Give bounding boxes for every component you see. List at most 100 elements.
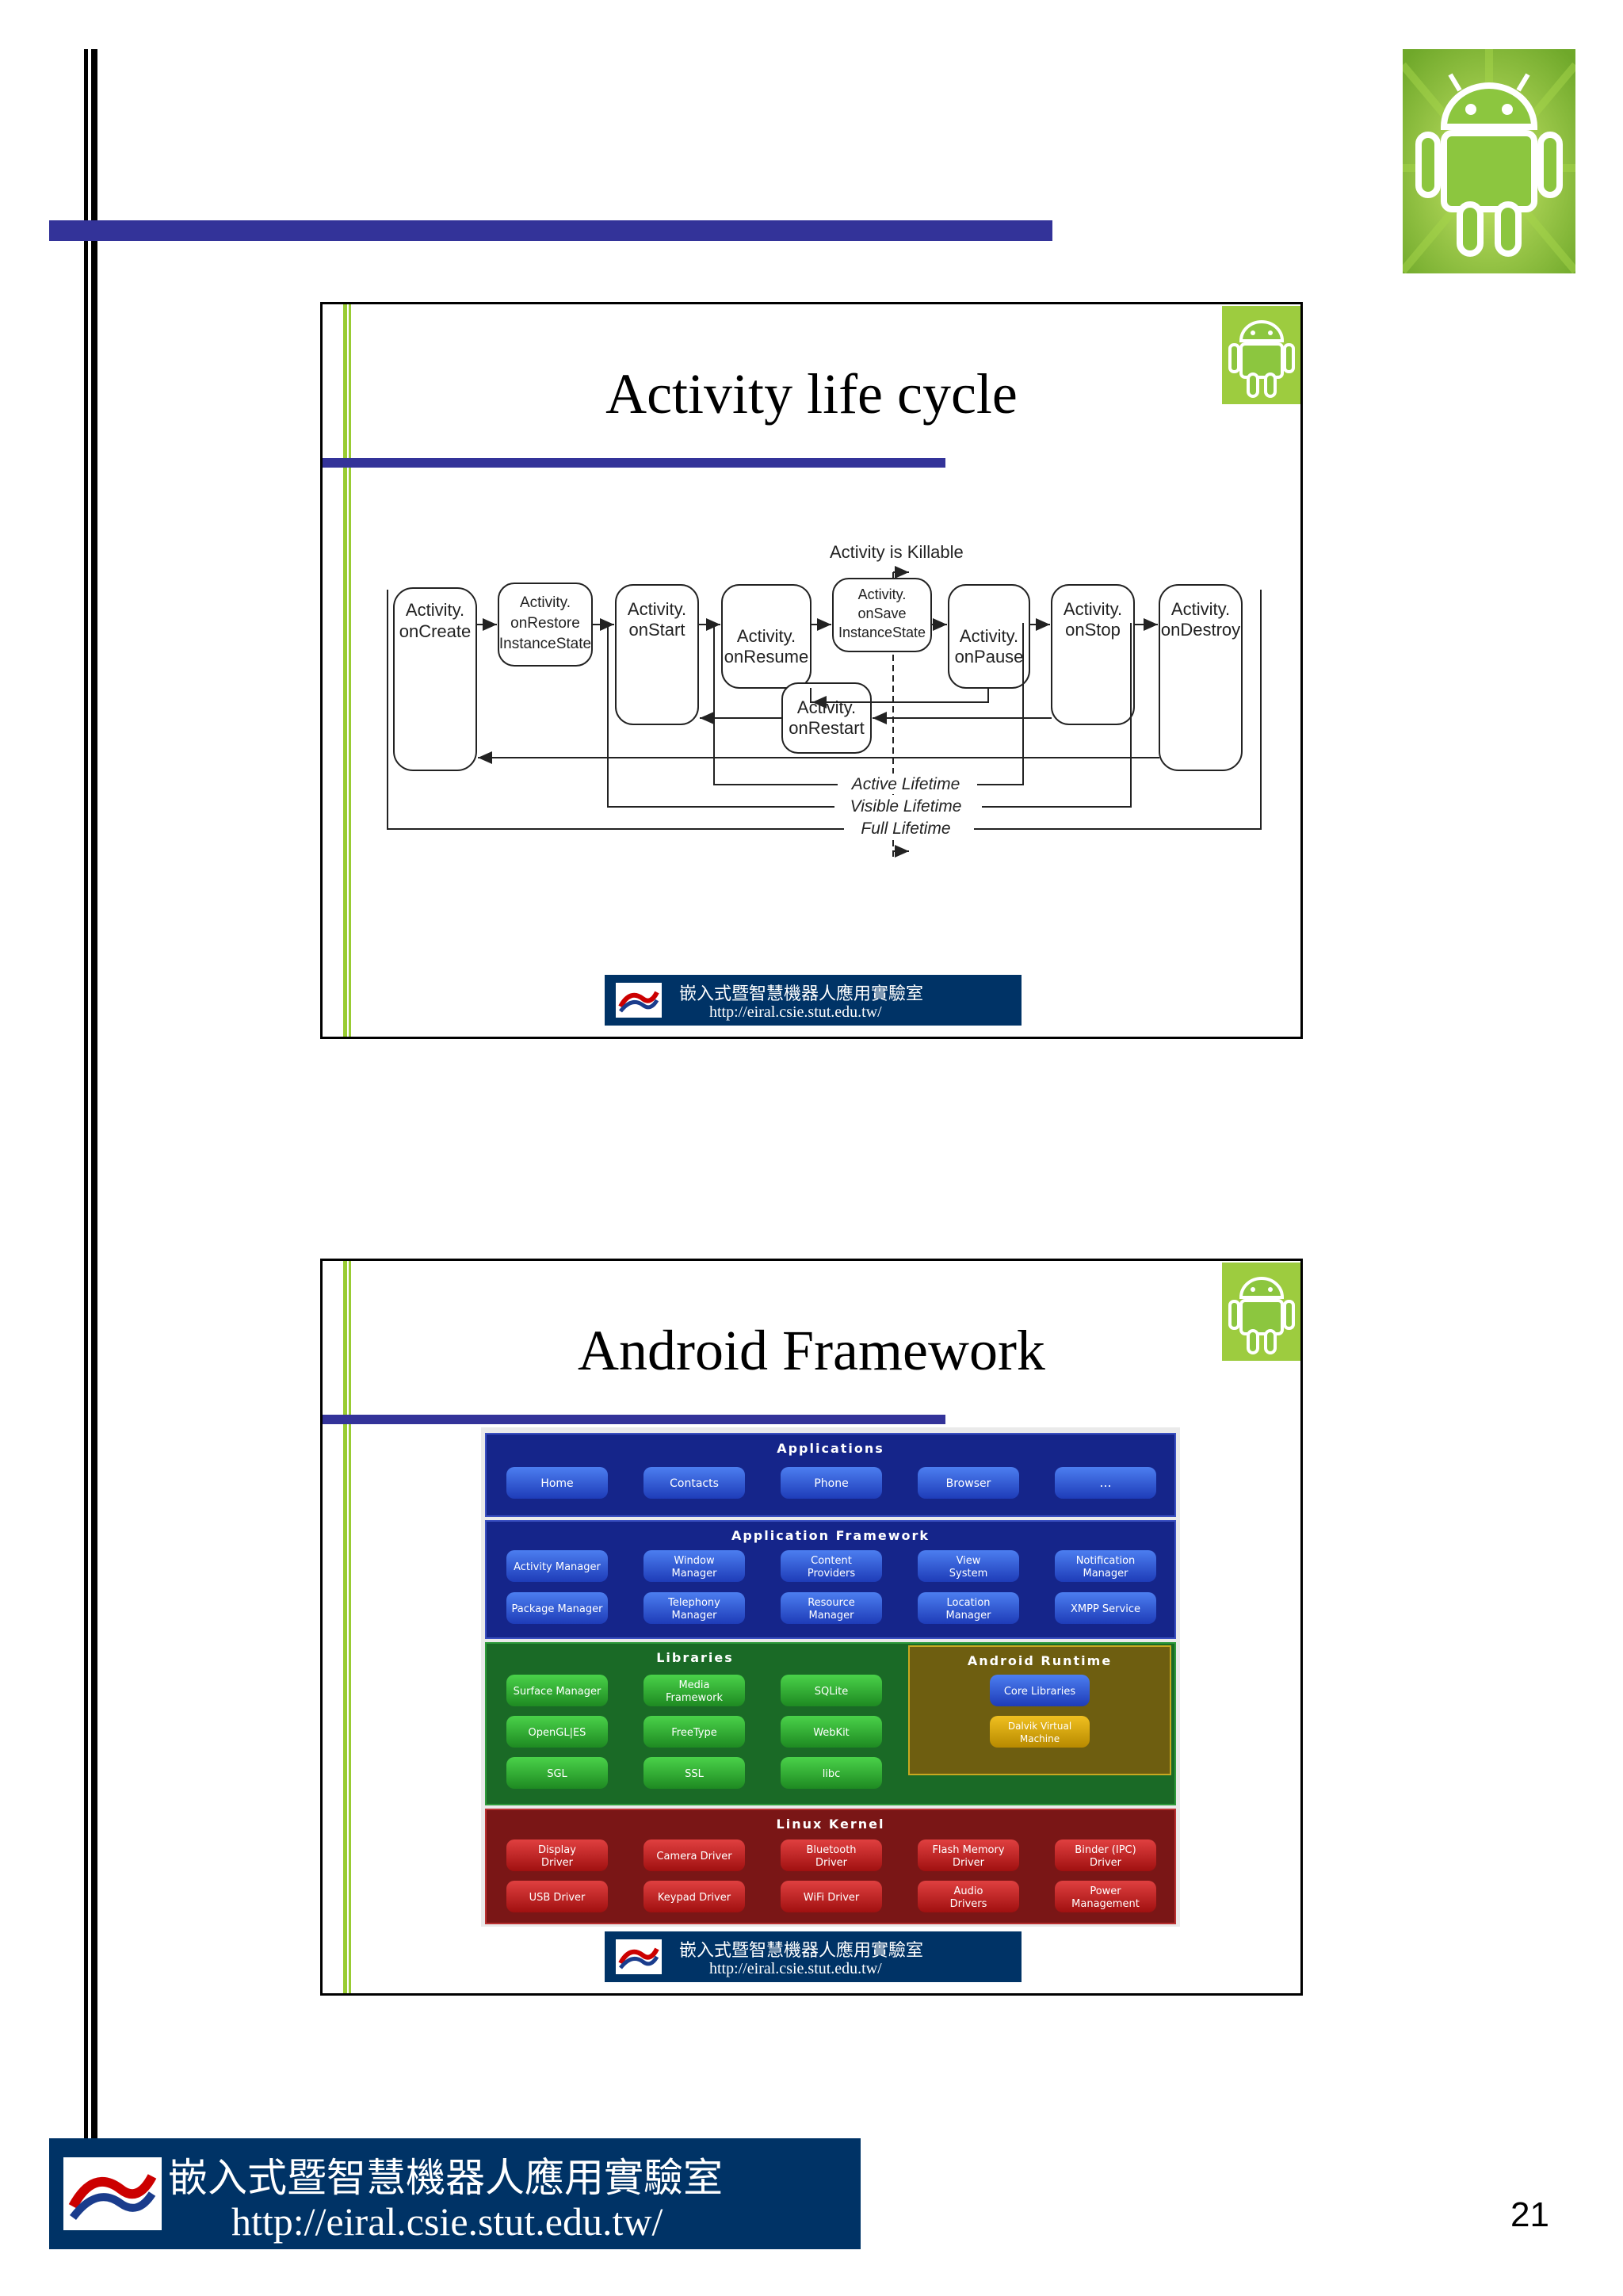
- svg-text:Media: Media: [678, 1679, 709, 1691]
- node-onrestoreinstancestate: Activity. onRestore InstanceState: [498, 583, 593, 667]
- svg-text:Contacts: Contacts: [670, 1477, 719, 1490]
- page-left-rule-2: [91, 49, 97, 2205]
- svg-text:Manager: Manager: [946, 1610, 992, 1622]
- svg-text:Package Manager: Package Manager: [511, 1603, 603, 1615]
- svg-text:onRestart: onRestart: [789, 718, 864, 738]
- full-lifetime-label: Full Lifetime: [861, 819, 950, 838]
- svg-text:FreeType: FreeType: [671, 1727, 716, 1739]
- svg-text:onRestore: onRestore: [510, 615, 580, 632]
- svg-text:Phone: Phone: [814, 1477, 848, 1490]
- page-footer-badge: 嵌入式暨智慧機器人應用實驗室 http://eiral.csie.stut.ed…: [49, 2138, 861, 2249]
- svg-text:Driver: Driver: [815, 1857, 848, 1869]
- svg-text:Manager: Manager: [672, 1610, 718, 1622]
- lab-logo-icon: [63, 2157, 162, 2230]
- svg-text:Framework: Framework: [666, 1692, 723, 1704]
- svg-text:USB Driver: USB Driver: [529, 1892, 586, 1904]
- svg-text:Manager: Manager: [1083, 1568, 1129, 1580]
- svg-text:Activity Manager: Activity Manager: [514, 1561, 601, 1573]
- svg-text:Location: Location: [947, 1597, 991, 1609]
- svg-text:Manager: Manager: [672, 1568, 718, 1580]
- svg-text:Camera Driver: Camera Driver: [656, 1851, 732, 1862]
- node-onstart: Activity. onStart: [615, 584, 699, 725]
- svg-text:Display: Display: [538, 1844, 576, 1856]
- svg-text:Resource: Resource: [808, 1597, 855, 1609]
- svg-text:Providers: Providers: [808, 1568, 856, 1580]
- linux-kernel-header: Linux Kernel: [777, 1817, 885, 1832]
- libraries-header: Libraries: [656, 1650, 734, 1665]
- svg-text:onSave: onSave: [857, 606, 906, 621]
- applications-items: Home Contacts Phone Browser ...: [506, 1467, 1156, 1499]
- svg-text:Activity.: Activity.: [520, 594, 571, 611]
- slide-footer-lab-name: 嵌入式暨智慧機器人應用實驗室: [679, 1941, 924, 1961]
- svg-text:Activity.: Activity.: [737, 626, 796, 646]
- svg-text:libc: libc: [823, 1768, 841, 1780]
- svg-text:Content: Content: [811, 1555, 852, 1567]
- slide-activity-lifecycle: Activity life cycle Activity is Killable…: [320, 302, 1303, 1039]
- svg-text:Driver: Driver: [953, 1857, 985, 1869]
- svg-text:Activity.: Activity.: [1064, 599, 1122, 619]
- svg-text:Core Libraries: Core Libraries: [1004, 1686, 1076, 1698]
- slide-left-rule-2: [349, 304, 351, 1037]
- slide-title-bar: [323, 1415, 945, 1424]
- slide-left-rule: [343, 1261, 347, 1993]
- page-footer-lab-name: 嵌入式暨智慧機器人應用實驗室: [168, 2155, 723, 2201]
- node-onpause: Activity. onPause: [948, 584, 1030, 689]
- svg-text:Notification: Notification: [1076, 1555, 1136, 1567]
- android-logo-icon: [1400, 49, 1579, 274]
- svg-text:Manager: Manager: [809, 1610, 855, 1622]
- svg-text:onStart: onStart: [629, 620, 685, 640]
- svg-text:Surface Manager: Surface Manager: [514, 1686, 601, 1698]
- svg-text:Driver: Driver: [541, 1857, 574, 1869]
- slide-left-rule: [343, 304, 347, 1037]
- svg-text:WebKit: WebKit: [813, 1727, 850, 1739]
- page-footer-lab-url: http://eiral.csie.stut.edu.tw/: [231, 2199, 663, 2244]
- application-framework-header: Application Framework: [731, 1528, 930, 1543]
- svg-text:Activity.: Activity.: [960, 626, 1018, 646]
- page-header-bar: [49, 220, 1052, 241]
- svg-text:Activity.: Activity.: [406, 600, 464, 620]
- svg-text:Drivers: Drivers: [950, 1898, 987, 1910]
- svg-text:Binder (IPC): Binder (IPC): [1075, 1844, 1136, 1856]
- svg-text:Home: Home: [540, 1477, 573, 1490]
- svg-text:onPause: onPause: [955, 647, 1024, 667]
- page-number: 21: [1510, 2195, 1549, 2234]
- svg-text:onResume: onResume: [724, 647, 808, 667]
- node-onresume: Activity. onResume: [721, 584, 812, 689]
- svg-text:OpenGL|ES: OpenGL|ES: [529, 1727, 586, 1739]
- svg-text:Management: Management: [1071, 1898, 1140, 1910]
- node-onrestart: Activity. onRestart: [781, 682, 872, 754]
- slide-android-logo-icon: [1222, 1263, 1300, 1361]
- slide-footer-badge: 嵌入式暨智慧機器人應用實驗室 http://eiral.csie.stut.ed…: [605, 975, 1022, 1026]
- node-onstop: Activity. onStop: [1051, 584, 1135, 725]
- svg-text:XMPP Service: XMPP Service: [1071, 1603, 1140, 1615]
- svg-text:Audio: Audio: [954, 1885, 983, 1897]
- svg-text:SQLite: SQLite: [815, 1686, 848, 1698]
- slide-android-framework: Android Framework Applications Home Cont…: [320, 1259, 1303, 1996]
- svg-text:Activity.: Activity.: [797, 697, 856, 717]
- svg-text:Keypad Driver: Keypad Driver: [658, 1892, 731, 1904]
- svg-text:onDestroy: onDestroy: [1161, 620, 1240, 640]
- lab-logo-icon: [616, 1939, 662, 1974]
- killable-label: Activity is Killable: [830, 542, 964, 562]
- slide-footer-lab-url: http://eiral.csie.stut.edu.tw/: [709, 1003, 882, 1021]
- slide-left-rule-2: [349, 1261, 351, 1993]
- svg-text:Telephony: Telephony: [667, 1597, 720, 1609]
- active-lifetime-label: Active Lifetime: [850, 775, 960, 793]
- svg-text:SSL: SSL: [685, 1768, 705, 1780]
- svg-text:Power: Power: [1090, 1885, 1121, 1897]
- svg-text:System: System: [949, 1568, 987, 1580]
- applications-header: Applications: [777, 1441, 884, 1456]
- svg-text:Activity.: Activity.: [628, 599, 686, 619]
- svg-text:onCreate: onCreate: [399, 621, 472, 641]
- node-ondestroy: Activity. onDestroy: [1159, 584, 1243, 771]
- svg-text:...: ...: [1099, 1475, 1111, 1490]
- svg-text:onStop: onStop: [1065, 620, 1121, 640]
- svg-text:Flash Memory: Flash Memory: [932, 1844, 1004, 1856]
- svg-text:Bluetooth: Bluetooth: [806, 1844, 856, 1856]
- activity-lifecycle-diagram: Activity is Killable Activity. onCreate …: [387, 542, 1262, 859]
- svg-text:Browser: Browser: [946, 1477, 991, 1490]
- slide-footer-lab-name: 嵌入式暨智慧機器人應用實驗室: [679, 984, 924, 1004]
- svg-text:InstanceState: InstanceState: [499, 636, 591, 652]
